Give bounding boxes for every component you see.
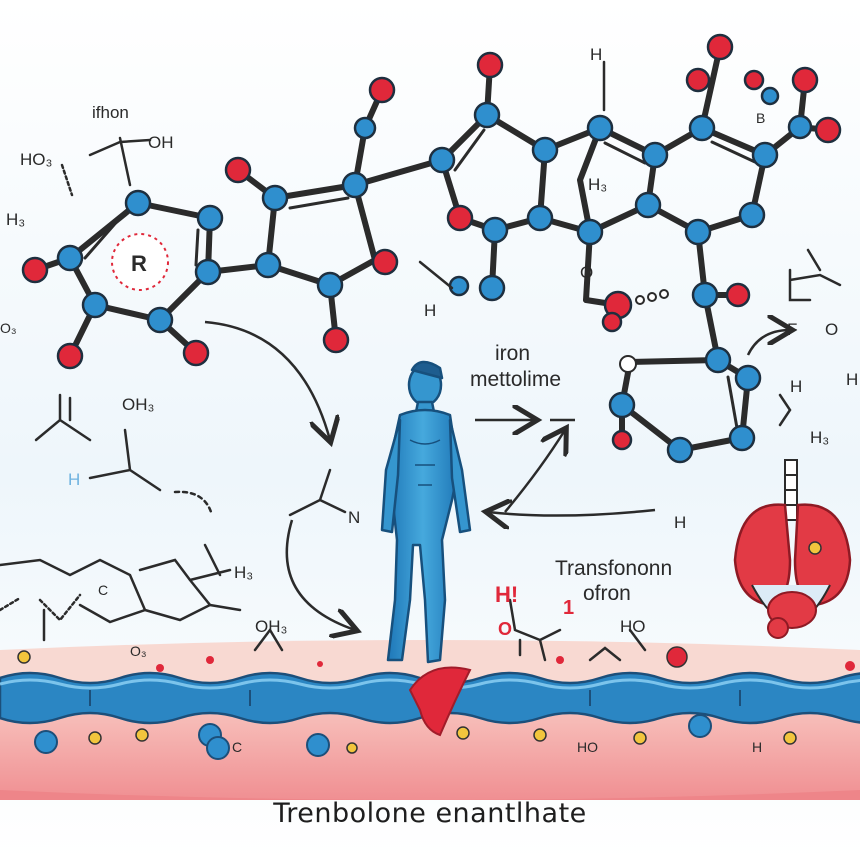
label-o-right: O — [825, 320, 838, 339]
arrow-to-tissue — [285, 519, 355, 630]
sketch-formulas — [0, 60, 842, 662]
label-h-top: H — [590, 45, 602, 64]
label-c-blood: C — [232, 739, 242, 755]
molecule-atoms — [21, 33, 842, 464]
human-figure — [380, 360, 472, 664]
label-transformation-2: ofron — [583, 582, 631, 605]
arrow-molecule-to-body — [204, 320, 330, 440]
tissue-particles — [17, 646, 855, 760]
label-h3-left: H₃ — [6, 210, 25, 229]
label-transformation: Transfononn — [555, 557, 672, 580]
label-f: F — [787, 320, 797, 339]
arrow-to-f-group — [746, 330, 790, 356]
label-h-red: H! — [495, 582, 518, 607]
label-one-red: 1 — [563, 597, 574, 619]
label-h-right1: H — [790, 377, 802, 396]
diagram-title: Trenbolone enantlhate — [272, 798, 587, 829]
label-ho-ground: HO — [620, 617, 646, 636]
label-h3-bottom-left: H₃ — [234, 563, 253, 582]
label-oh-top: OH — [148, 133, 174, 152]
blood-entry-point — [408, 666, 472, 737]
label-ho3-left: HO₃ — [20, 150, 52, 169]
labels: ifhon HO₃ OH H₃ O₃ R H H₃ H B O F O OH₃ … — [0, 45, 858, 755]
r-group-highlight — [111, 233, 169, 291]
label-o-mid: O — [580, 263, 593, 282]
organ-illustration — [733, 459, 852, 639]
label-h-blue: H — [68, 470, 80, 489]
label-iron: iron — [495, 342, 530, 365]
label-h3-center: H₃ — [588, 175, 607, 194]
arrow-up-pathway — [504, 430, 565, 513]
label-b: B — [756, 110, 765, 126]
label-ho-blood: HO — [577, 739, 598, 755]
label-ifhon: ifhon — [92, 103, 129, 122]
label-r-group: R — [131, 251, 147, 276]
arrow-return-to-body — [488, 510, 656, 516]
molecule-double-bonds — [83, 128, 757, 430]
label-metabolism: mettolime — [470, 368, 561, 391]
label-n: N — [348, 508, 360, 527]
linker-chain — [619, 289, 669, 373]
label-oh3-left: OH₃ — [122, 395, 154, 414]
label-h-right2: H — [674, 513, 686, 532]
label-o3-ground: O₃ — [130, 643, 147, 659]
label-h-center: H — [424, 301, 436, 320]
carbon-atoms — [56, 86, 813, 464]
label-c: C — [98, 582, 108, 598]
label-h-blood: H — [752, 739, 762, 755]
oxygen-atoms — [21, 33, 842, 451]
label-oh3-ground: OH₃ — [255, 617, 287, 636]
label-o-red: O — [498, 619, 512, 639]
process-arrows — [204, 320, 790, 630]
label-h-far-right: H — [846, 370, 858, 389]
label-o3-edge: O₃ — [0, 320, 17, 336]
label-h3-right: H₃ — [810, 428, 829, 447]
